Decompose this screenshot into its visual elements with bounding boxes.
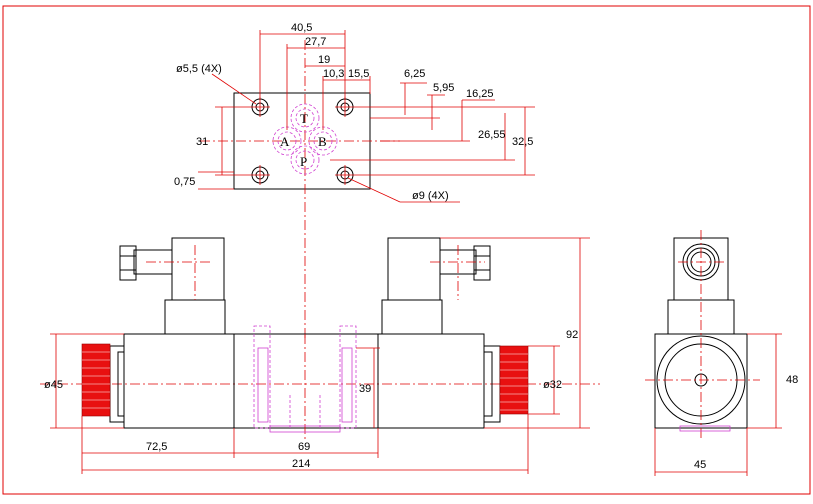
dim-27-7: 27,7 xyxy=(305,36,326,48)
port-label-a: A xyxy=(280,134,290,149)
dim-39: 39 xyxy=(359,383,371,395)
hole-5-5-note: ø5,5 (4X) xyxy=(176,63,222,75)
front-dimensions xyxy=(50,237,590,474)
right-dimensions xyxy=(330,82,535,176)
dim-15-5: 15,5 xyxy=(348,68,369,80)
right-knurl xyxy=(499,345,529,415)
dim-dia-45: ø45 xyxy=(44,379,63,391)
dim-26-55: 26,55 xyxy=(478,129,506,141)
port-label-b: B xyxy=(318,134,327,149)
hole-9-note: ø9 (4X) xyxy=(412,190,449,202)
dim-5-95: 5,95 xyxy=(433,82,454,94)
port-label-p: P xyxy=(300,154,307,169)
mounting-face-view: T A B P 40,5 27,7 19 10,3 15,5 xyxy=(174,22,535,340)
dim-69: 69 xyxy=(298,441,310,453)
dim-214: 214 xyxy=(292,458,310,470)
dim-32-5: 32,5 xyxy=(512,136,533,148)
left-knurl xyxy=(81,343,111,417)
port-label-t: T xyxy=(300,111,308,126)
dim-10-3: 10,3 xyxy=(323,68,344,80)
dim-92: 92 xyxy=(566,329,578,341)
dim-45: 45 xyxy=(694,459,706,471)
dim-dia-32: ø32 xyxy=(543,379,562,391)
dim-16-25: 16,25 xyxy=(466,88,494,100)
dim-19: 19 xyxy=(318,54,330,66)
dim-48: 48 xyxy=(786,374,798,386)
left-dimensions xyxy=(198,106,250,190)
bolt-holes xyxy=(250,97,355,185)
dim-6-25: 6,25 xyxy=(404,68,425,80)
side-view: 48 45 xyxy=(645,230,798,476)
dim-40-5: 40,5 xyxy=(291,22,312,34)
dim-72-5: 72,5 xyxy=(146,441,167,453)
dim-31: 31 xyxy=(196,136,208,148)
top-dimensions xyxy=(259,30,371,130)
front-view: ø45 ø32 92 39 72,5 69 214 xyxy=(40,237,600,474)
drawing-frame xyxy=(2,5,811,495)
dim-0-75: 0,75 xyxy=(174,176,195,188)
